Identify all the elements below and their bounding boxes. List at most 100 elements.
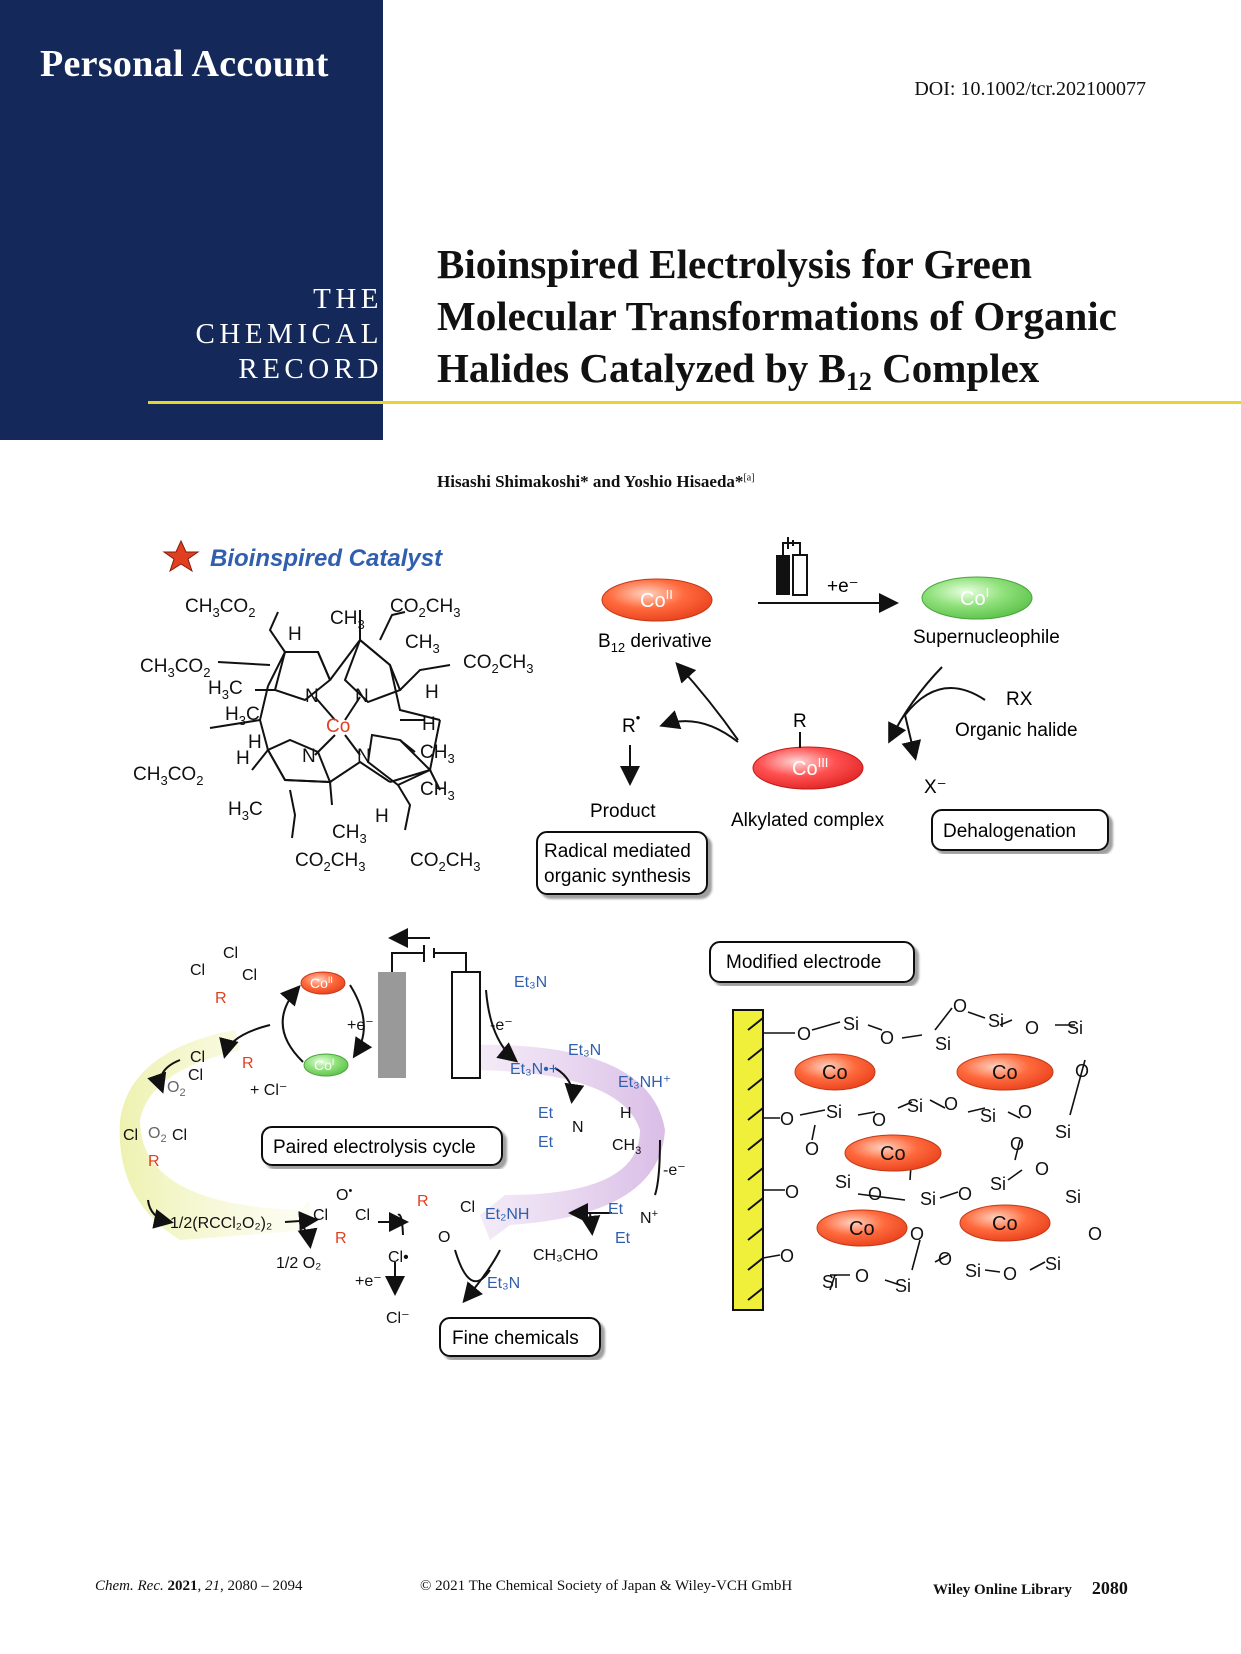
fine-chemicals-box: Fine chemicals xyxy=(439,1317,601,1357)
svg-text:O: O xyxy=(1018,1102,1032,1122)
svg-text:H3C: H3C xyxy=(208,678,243,702)
svg-text:O: O xyxy=(805,1139,819,1159)
journal-name: THE CHEMICAL RECORD xyxy=(195,283,383,385)
svg-text:CH3: CH3 xyxy=(405,632,440,656)
yellow-flow-band xyxy=(119,1030,311,1240)
article-title: Bioinspired Electrolysis for Green Molec… xyxy=(437,241,1117,396)
svg-text:O: O xyxy=(1088,1224,1102,1244)
radical-box: Radical mediated organic synthesis xyxy=(536,831,708,895)
svg-text:CH3CO2: CH3CO2 xyxy=(140,656,210,680)
svg-text:O: O xyxy=(785,1182,799,1202)
lavender-flow-band xyxy=(465,1044,665,1240)
svg-text:O: O xyxy=(1035,1159,1049,1179)
svg-text:CoII: CoII xyxy=(640,587,673,612)
svg-text:O2: O2 xyxy=(167,1079,186,1099)
svg-text:Si: Si xyxy=(907,1096,923,1116)
svg-text:Si: Si xyxy=(965,1261,981,1281)
svg-text:Si: Si xyxy=(1067,1018,1083,1038)
svg-text:O: O xyxy=(958,1184,972,1204)
svg-text:N: N xyxy=(355,686,369,707)
co1-oval: CoI xyxy=(921,576,1033,620)
svg-text:O: O xyxy=(880,1028,894,1048)
svg-text:R: R xyxy=(215,990,227,1007)
cycle-arrows xyxy=(620,662,986,786)
svg-text:Si: Si xyxy=(920,1189,936,1209)
svg-text:CH3CO2: CH3CO2 xyxy=(133,764,203,788)
siloxane-network xyxy=(762,1007,1086,1291)
svg-text:organic synthesis: organic synthesis xyxy=(544,866,691,887)
svg-text:Fine chemicals: Fine chemicals xyxy=(452,1328,579,1349)
svg-text:Modified electrode: Modified electrode xyxy=(726,952,881,973)
dehalogenation-box: Dehalogenation xyxy=(931,809,1109,851)
svg-text:Cl: Cl xyxy=(190,1049,205,1066)
svg-text:O: O xyxy=(855,1266,869,1286)
svg-text:H: H xyxy=(236,748,250,769)
organic-halide-label: Organic halide xyxy=(955,720,1078,741)
svg-text:CoI: CoI xyxy=(960,585,989,610)
svg-text:Si: Si xyxy=(826,1102,842,1122)
svg-text:CoI: CoI xyxy=(314,1057,334,1073)
svg-text:Si: Si xyxy=(895,1276,911,1296)
svg-text:+e⁻: +e⁻ xyxy=(355,1273,382,1290)
svg-text:Et₃N: Et₃N xyxy=(487,1275,520,1292)
modified-electrode-box: Modified electrode xyxy=(709,941,915,983)
svg-text:N: N xyxy=(305,686,319,707)
page-number: 2080 xyxy=(1091,1578,1128,1598)
svg-text:CH3: CH3 xyxy=(332,822,367,846)
svg-text:CH3CO2: CH3CO2 xyxy=(185,596,255,620)
svg-text:Si: Si xyxy=(835,1172,851,1192)
svg-text:O: O xyxy=(780,1246,794,1266)
graphical-abstract: Bioinspired Catalyst xyxy=(119,537,1109,1357)
svg-text:O: O xyxy=(1003,1264,1017,1284)
svg-text:Si: Si xyxy=(980,1106,996,1126)
svg-text:O2: O2 xyxy=(148,1125,167,1145)
svg-text:Cl: Cl xyxy=(188,1067,203,1084)
svg-text:H: H xyxy=(375,806,389,827)
svg-text:Co: Co xyxy=(992,1213,1018,1235)
alkylated-complex-label: Alkylated complex xyxy=(731,810,885,831)
svg-text:CO2CH3: CO2CH3 xyxy=(410,850,480,874)
svg-text:H: H xyxy=(620,1105,632,1122)
paired-labels: Cl Cl Cl R Cl Cl R O2 + Cl⁻ +e⁻ -e⁻ Et₃N… xyxy=(123,945,686,1327)
svg-text:CH3: CH3 xyxy=(330,608,365,632)
co-ovals xyxy=(794,1053,1054,1247)
svg-text:Cl: Cl xyxy=(242,967,257,984)
svg-text:Dehalogenation: Dehalogenation xyxy=(943,821,1076,842)
svg-text:1/2(RCCl₂O₂)₂: 1/2(RCCl₂O₂)₂ xyxy=(170,1215,272,1232)
radical-label: R• xyxy=(622,710,641,737)
battery-icon xyxy=(776,537,808,596)
svg-text:-e⁻: -e⁻ xyxy=(490,1017,513,1034)
svg-text:O: O xyxy=(944,1094,958,1114)
catalyst-label: Bioinspired Catalyst xyxy=(210,545,443,572)
svg-text:O: O xyxy=(1010,1134,1024,1154)
svg-text:O: O xyxy=(938,1249,952,1269)
r-group-label: R xyxy=(793,711,807,732)
yellow-divider xyxy=(148,401,1241,404)
svg-text:Et₃N•+: Et₃N•+ xyxy=(510,1061,558,1078)
svg-text:Si: Si xyxy=(822,1272,838,1292)
svg-text:Et₃N: Et₃N xyxy=(568,1042,601,1059)
svg-text:+ Cl⁻: + Cl⁻ xyxy=(250,1082,287,1099)
svg-text:O: O xyxy=(438,1229,450,1246)
svg-text:Si: Si xyxy=(990,1174,1006,1194)
copyright: © 2021 The Chemical Society of Japan & W… xyxy=(420,1578,793,1594)
svg-text:Si: Si xyxy=(988,1011,1004,1031)
svg-text:Si: Si xyxy=(1065,1187,1081,1207)
svg-text:O: O xyxy=(910,1224,924,1244)
svg-text:Et: Et xyxy=(608,1201,624,1218)
svg-text:CH₃CHO: CH₃CHO xyxy=(533,1247,598,1264)
supernucleophile-label: Supernucleophile xyxy=(913,627,1060,648)
paired-arrows xyxy=(147,984,661,1304)
svg-text:H: H xyxy=(248,732,262,753)
doi-link[interactable]: DOI: 10.1002/tcr.202100077 xyxy=(914,78,1146,100)
b12-structure xyxy=(209,610,451,839)
svg-text:O: O xyxy=(868,1184,882,1204)
svg-text:Cl: Cl xyxy=(460,1199,475,1216)
electron-label: +e⁻ xyxy=(827,576,859,597)
svg-text:O: O xyxy=(797,1024,811,1044)
svg-text:CH3: CH3 xyxy=(420,779,455,803)
section-label: Personal Account xyxy=(40,43,329,85)
svg-text:Cl•: Cl• xyxy=(388,1249,409,1266)
